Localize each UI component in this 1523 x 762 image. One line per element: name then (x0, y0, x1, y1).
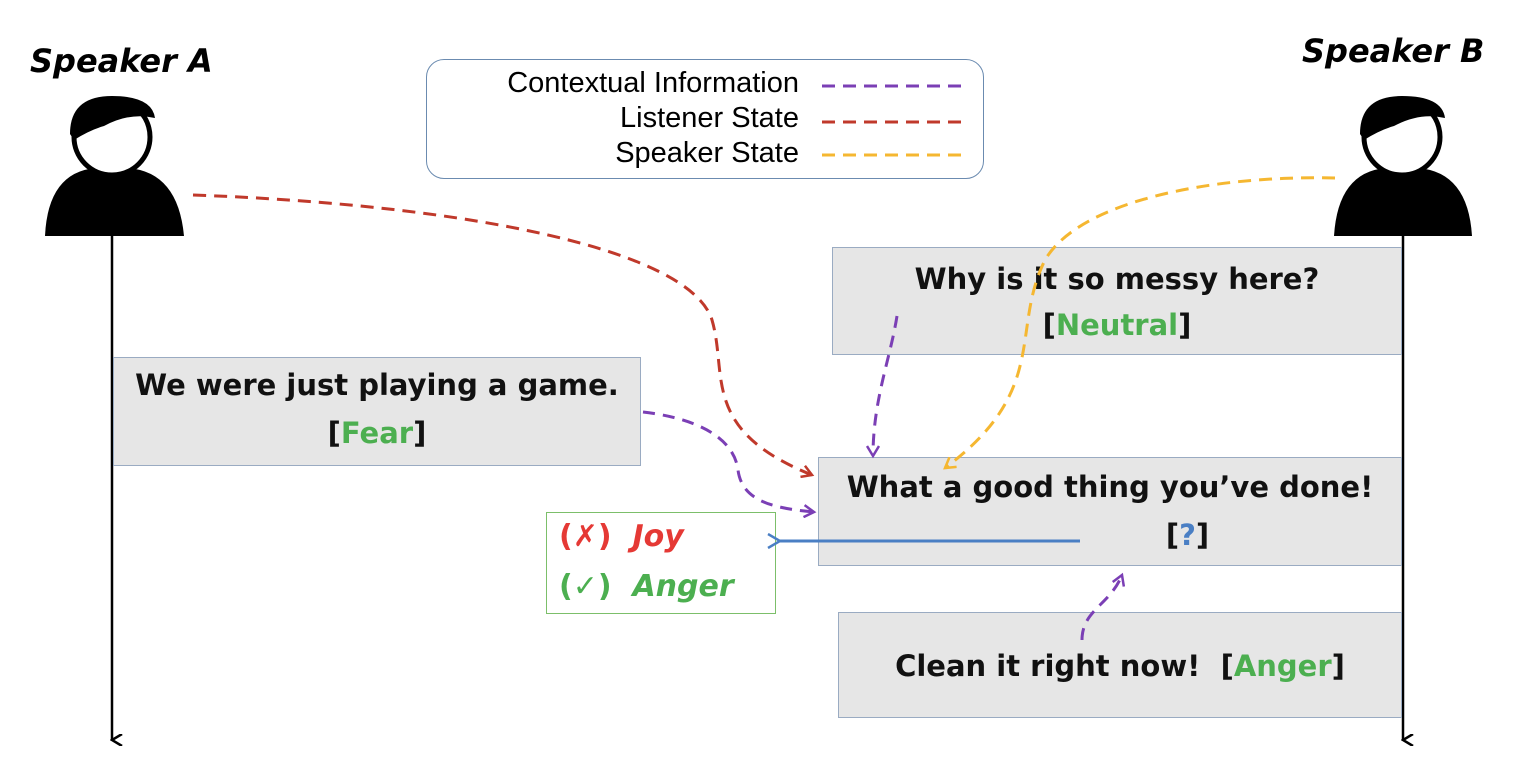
bracket-close: ] (413, 416, 427, 450)
utterance-text: Clean it right now! (895, 649, 1201, 683)
legend-speaker-label: Speaker State (615, 137, 799, 169)
bracket-close: ] (1178, 308, 1192, 342)
emotion-tag: [Neutral] (833, 308, 1401, 342)
speaker-b-label: Speaker B (1302, 32, 1485, 70)
bracket-open: [ (1220, 649, 1234, 683)
emotion-label: Fear (340, 416, 414, 450)
utterance-text: What a good thing you’ve done! (846, 470, 1374, 504)
emotion-label: Anger (1233, 649, 1332, 683)
bracket-open: [ (1042, 308, 1056, 342)
bracket-open: [ (327, 416, 341, 450)
utterance-box-u1: Why is it so messy here? [Neutral] (832, 247, 1402, 355)
bracket-close: ] (1195, 518, 1210, 552)
listener-state-arrow (192, 193, 812, 475)
prediction-right-label: Anger (632, 569, 734, 604)
prediction-wrong-label: Joy (632, 519, 684, 554)
context-arrow-u2 (642, 410, 814, 512)
utterance-text: We were just playing a game. (135, 368, 619, 402)
bracket-open: [ (1165, 518, 1180, 552)
check-icon: (✓) (559, 569, 612, 604)
legend-contextual-label: Contextual Information (507, 67, 799, 99)
cross-icon: (✗) (559, 519, 612, 554)
emotion-label: ? (1179, 518, 1196, 552)
utterance-box-u3: What a good thing you’ve done! [?] (818, 457, 1402, 566)
emotion-tag: [Fear] (114, 416, 640, 450)
person-icon (1334, 96, 1472, 236)
utterance-text: Why is it so messy here? (914, 262, 1320, 296)
speaker-state-arrow (945, 176, 1336, 468)
bracket-close: ] (1331, 649, 1345, 683)
prediction-wrong: (✗) Joy (559, 519, 684, 554)
context-arrow-u1 (873, 315, 899, 456)
utterance-box-u4: Clean it right now! [Anger] (838, 612, 1402, 718)
speaker-a-label: Speaker A (30, 42, 213, 80)
person-icon (45, 96, 184, 236)
utterance-box-u2: We were just playing a game. [Fear] (113, 357, 641, 466)
legend: Contextual Information Listener State Sp… (426, 59, 984, 179)
emotion-tag: [?] (974, 518, 1401, 552)
context-arrow-u4 (1080, 575, 1122, 641)
emotion-label: Neutral (1055, 308, 1179, 342)
prediction-box: (✗) Joy (✓) Anger (546, 512, 776, 614)
prediction-right: (✓) Anger (559, 569, 734, 604)
legend-listener-label: Listener State (620, 102, 799, 134)
utterance-line: Clean it right now! [Anger] (839, 649, 1401, 683)
